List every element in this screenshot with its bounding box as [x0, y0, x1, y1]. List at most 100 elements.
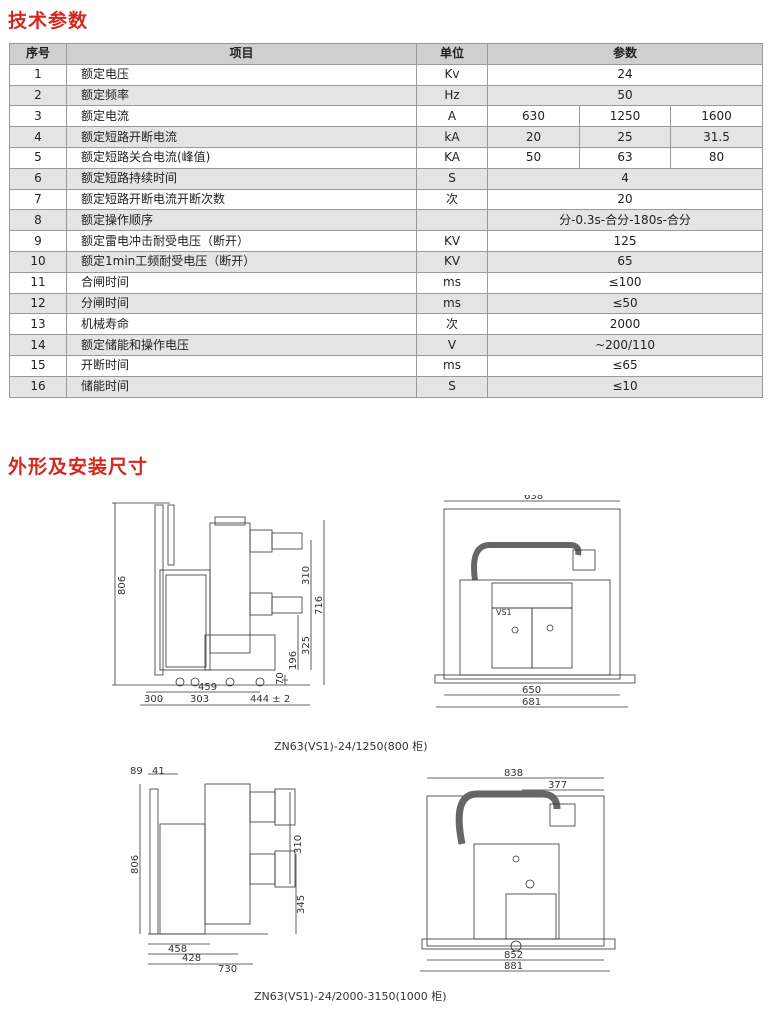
row-item: 额定短路持续时间 — [66, 167, 417, 190]
row-value: 50 — [486, 84, 764, 107]
dim-716: 716 — [314, 596, 325, 615]
row-value: ~200/110 — [486, 334, 764, 356]
row-unit: kA — [416, 126, 488, 148]
dim-852: 852 — [504, 950, 523, 961]
dim-881: 881 — [504, 961, 523, 972]
header-unit: 单位 — [416, 43, 488, 65]
row-value: 31.5 — [669, 126, 764, 148]
dim-444: 444 ± 2 — [250, 694, 290, 705]
header-num: 序号 — [9, 43, 67, 65]
row-num: 2 — [9, 84, 67, 107]
row-value: 20 — [487, 126, 580, 148]
row-item: 合闸时间 — [66, 271, 417, 294]
row-value: 80 — [669, 146, 764, 169]
table-header-row: 序号 项目 单位 参数 — [9, 43, 764, 65]
row-unit: Kv — [416, 63, 488, 86]
dim-638: 638 — [524, 495, 543, 502]
dim-345: 345 — [296, 895, 307, 914]
dim-310-2: 310 — [293, 835, 304, 854]
row-num: 14 — [9, 334, 67, 356]
row-value: 1600 — [669, 105, 764, 128]
dim-196: 196 — [288, 651, 299, 670]
row-value: 630 — [487, 105, 580, 128]
dim-650: 650 — [522, 685, 541, 696]
row-unit: KA — [416, 146, 488, 169]
dim-300: 300 — [144, 694, 163, 705]
dim-89: 89 — [130, 766, 143, 777]
row-item: 储能时间 — [66, 375, 417, 398]
row-unit: S — [416, 375, 488, 398]
row-num: 13 — [9, 313, 67, 336]
dim-458: 458 — [168, 944, 187, 955]
row-num: 3 — [9, 105, 67, 128]
dim-806-2: 806 — [130, 855, 141, 874]
row-value: ≤100 — [486, 271, 764, 294]
row-item: 额定短路开断电流开断次数 — [66, 188, 417, 211]
dim-377: 377 — [548, 780, 567, 791]
row-value: 20 — [486, 188, 764, 211]
row-value: 2000 — [486, 313, 764, 336]
row-unit — [416, 209, 488, 232]
row-unit: A — [416, 105, 488, 128]
row-value: ≤50 — [486, 292, 764, 315]
row-unit: ms — [416, 354, 488, 377]
row-num: 11 — [9, 271, 67, 294]
row-unit: S — [416, 167, 488, 190]
row-num: 7 — [9, 188, 67, 211]
row-num: 4 — [9, 126, 67, 148]
row-item: 额定雷电冲击耐受电压（断开） — [66, 230, 417, 252]
row-value: 24 — [486, 63, 764, 86]
row-num: 9 — [9, 230, 67, 252]
row-value: 65 — [486, 250, 764, 273]
row-unit: Hz — [416, 84, 488, 107]
dim-806: 806 — [117, 576, 128, 595]
drawing1-side-view: 806 310 716 325 196 70 459 300 303 444 ±… — [112, 502, 325, 706]
row-unit: V — [416, 334, 488, 356]
row-unit: 次 — [416, 313, 488, 336]
row-unit: 次 — [416, 188, 488, 211]
row-value: ≤65 — [486, 354, 764, 377]
row-value: 4 — [486, 167, 764, 190]
row-unit: ms — [416, 292, 488, 315]
row-item: 额定储能和操作电压 — [66, 334, 417, 356]
row-value: 25 — [579, 126, 671, 148]
row-item: 额定电压 — [66, 63, 417, 86]
row-item: 额定操作顺序 — [66, 209, 417, 232]
row-item: 额定短路关合电流(峰值) — [66, 146, 417, 169]
row-unit: ms — [416, 271, 488, 294]
dim-428: 428 — [182, 953, 201, 964]
dim-681: 681 — [522, 697, 541, 708]
header-value: 参数 — [486, 43, 764, 65]
row-value: 125 — [486, 230, 764, 252]
section-title-dimensions: 外形及安装尺寸 — [8, 456, 149, 478]
row-num: 16 — [9, 375, 67, 398]
row-item: 分闸时间 — [66, 292, 417, 315]
row-num: 6 — [9, 167, 67, 190]
row-num: 15 — [9, 354, 67, 377]
dim-310: 310 — [301, 566, 312, 585]
dim-325: 325 — [301, 636, 312, 655]
row-item: 机械寿命 — [66, 313, 417, 336]
row-value: 分-0.3s-合分-180s-合分 — [486, 209, 764, 232]
row-item: 额定1min工频耐受电压（断开） — [66, 250, 417, 273]
header-item: 项目 — [66, 43, 417, 65]
drawing2-side-view: 89 41 806 310 345 458 428 730 — [130, 766, 307, 975]
row-item: 额定短路开断电流 — [66, 126, 417, 148]
row-value: 63 — [579, 146, 671, 169]
dim-838: 838 — [504, 768, 523, 779]
row-value: 50 — [487, 146, 580, 169]
